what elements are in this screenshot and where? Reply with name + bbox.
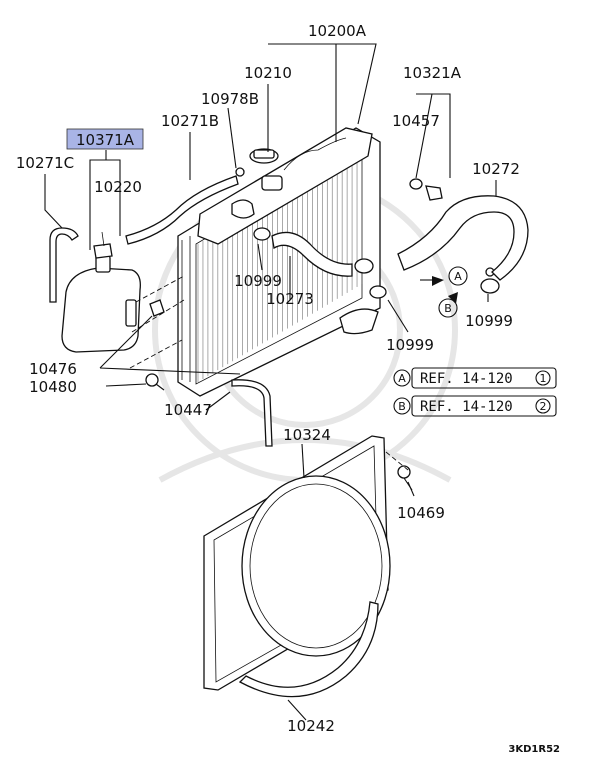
marker-b: B [438,298,458,318]
label-reserve-tank: 10371A [76,131,135,149]
label-clamp-lower: 10999 [386,336,434,354]
reference-marker: A [398,372,406,385]
reference-text: REF. 14-120 [420,399,513,415]
label-shroud: 10324 [283,426,331,444]
reference-page: 2 [540,400,547,413]
label-drain-plug: 10447 [164,401,212,419]
hose-clamp-left [253,227,271,241]
radiator-core [177,127,381,397]
bracket-nut [149,299,165,317]
label-lower-hose: 10272 [472,160,520,178]
tank-bolt [145,373,165,391]
label-upper-hose: 10273 [266,290,314,308]
reference-marker-circle [393,397,411,415]
radiator-cap [249,148,279,164]
reference-page: 1 [540,372,547,385]
reference-page-circle [535,370,551,386]
overflow-hose [125,175,239,245]
label-cap: 10210 [244,64,292,82]
reserve-tank [61,255,141,353]
marker-a: A [448,266,468,286]
label-overflow-hose: 10271B [161,112,219,130]
hose-clip [235,167,245,177]
fan-shroud [203,435,391,691]
label-clamp-right: 10999 [465,312,513,330]
diagram-code: 3KD1R52 [508,744,560,755]
arrow-to-b [448,292,458,304]
reference-box [411,367,557,389]
reference-item: B REF. 14-120 2 [393,395,557,417]
reference-list: A REF. 14-120 1B REF. 14-120 2 [393,367,557,417]
drain-hose [231,379,273,447]
marker-b-label: B [444,302,452,315]
label-clamp-upper: 10999 [234,272,282,290]
label-drain-cock-set: 10321A [403,64,462,82]
label-radiator-assy: 10200A [308,22,367,40]
lower-hose [397,195,529,281]
label-tank-cap: 10220 [94,178,142,196]
label-tank-bolt: 10480 [29,378,77,396]
reference-page-circle [535,398,551,414]
label-lower-shroud: 10242 [287,717,335,735]
marker-a-label: A [454,270,462,283]
highlighted-part: 10371A [66,128,144,150]
label-tank-hose: 10271C [16,154,74,172]
tank-cap [93,231,113,259]
tank-hose [49,227,79,303]
reference-marker-circle [393,369,411,387]
reference-text: REF. 14-120 [420,371,513,387]
hose-clamp-mid [354,258,374,274]
leader-lines [44,43,497,721]
label-clip: 10978B [201,90,259,108]
lower-shroud [238,601,379,698]
upper-hose [271,231,353,277]
label-shroud-bolt: 10469 [397,504,445,522]
arrow-to-a [420,276,444,286]
reference-item: A REF. 14-120 1 [393,367,557,389]
drain-cock [409,178,443,201]
label-oring: 10457 [392,112,440,130]
label-bracket-nut: 10476 [29,360,77,378]
highlight-box [66,128,144,150]
reference-marker: B [398,400,406,413]
hose-clamp-lower [369,285,387,299]
reference-box [411,395,557,417]
